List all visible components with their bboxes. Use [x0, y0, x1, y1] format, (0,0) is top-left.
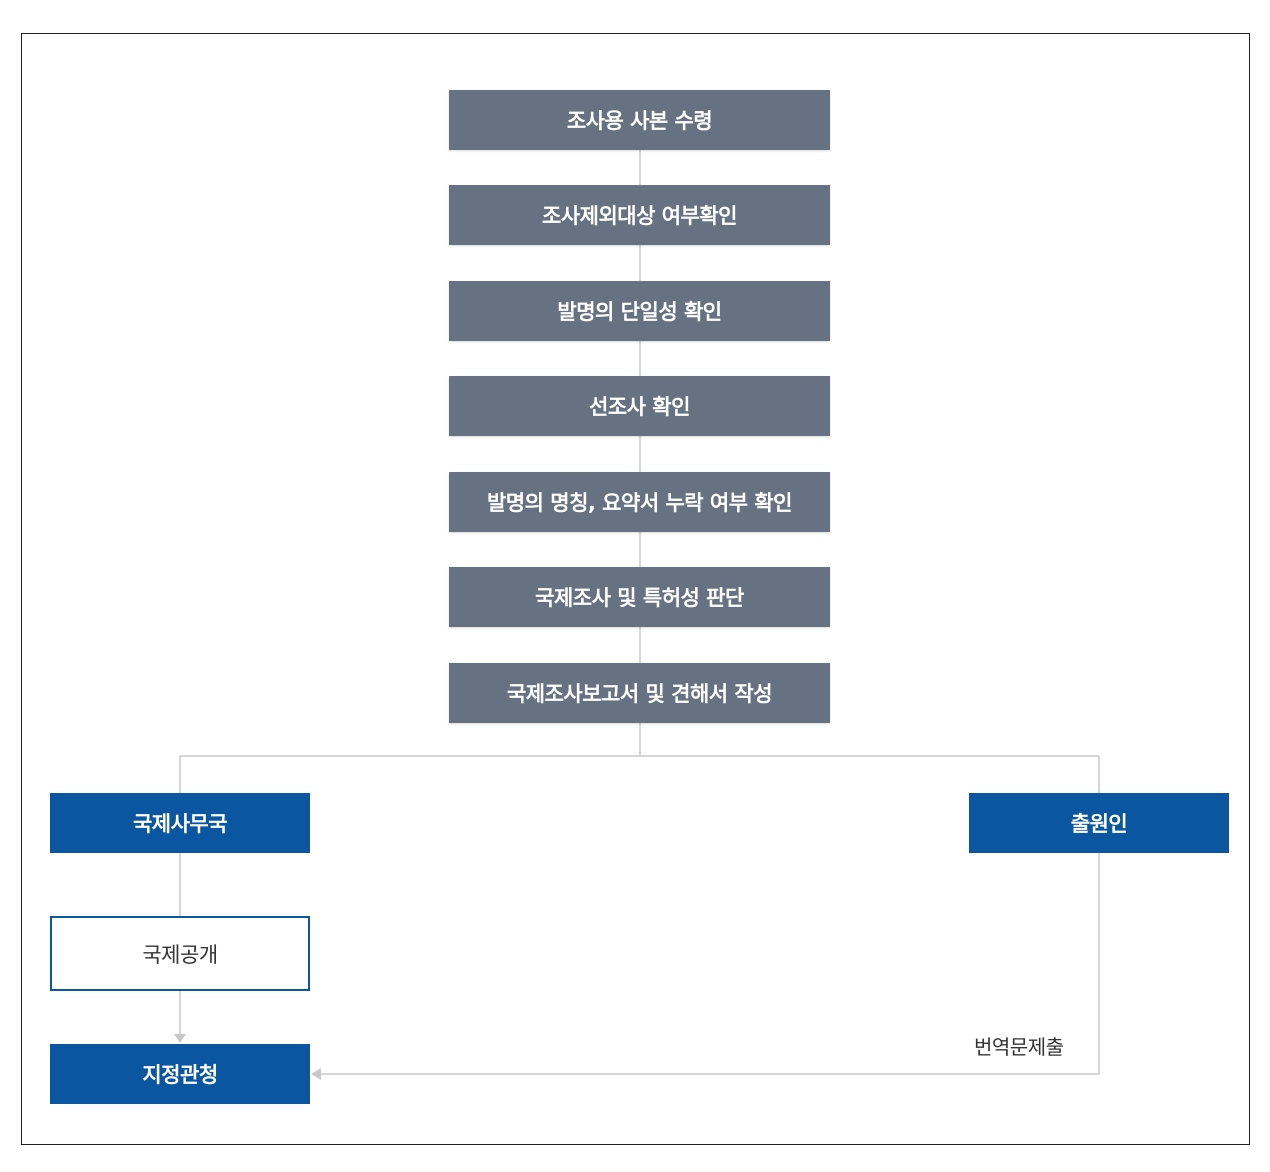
step-exclusion-check: 조사제외대상 여부확인: [449, 185, 830, 245]
node-designated-office: 지정관청: [50, 1044, 310, 1104]
node-applicant: 출원인: [969, 793, 1229, 853]
edge-label-translation: 번역문제출: [974, 1035, 1064, 1059]
arrowhead-down-icon: [174, 1034, 186, 1043]
step-search-patentability: 국제조사 및 특허성 판단: [449, 567, 830, 627]
step-title-abstract-check: 발명의 명칭, 요약서 누락 여부 확인: [449, 472, 830, 532]
diagram-frame: [21, 33, 1250, 1145]
step-report-opinion: 국제조사보고서 및 견해서 작성: [449, 663, 830, 723]
node-international-bureau: 국제사무국: [50, 793, 310, 853]
node-international-publication: 국제공개: [50, 916, 310, 991]
connector-applicant-office: [318, 853, 1100, 1075]
step-unity-check: 발명의 단일성 확인: [449, 281, 830, 341]
arrowhead-left-icon: [311, 1068, 321, 1080]
step-receive-search-copy: 조사용 사본 수령: [449, 90, 830, 150]
step-prior-search-check: 선조사 확인: [449, 376, 830, 436]
